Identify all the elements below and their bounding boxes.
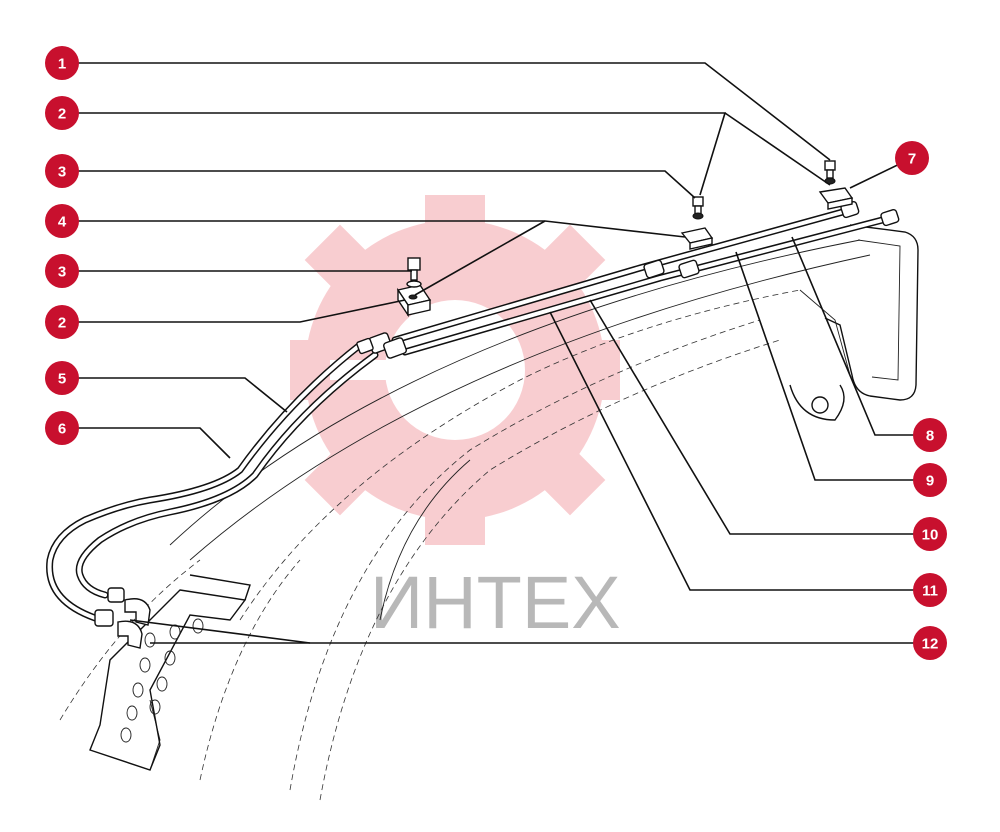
callout-4-label: 4 [58,214,67,231]
callout-3-bottom: 3 [45,254,79,288]
callout-9-label: 9 [926,473,934,490]
callout-1: 1 [45,46,79,80]
hydraulic-pipes [46,206,894,622]
clamps-and-bolts [396,160,854,318]
perforated-bracket [89,574,251,771]
watermark-text: ИНТЕХ [370,561,621,644]
callout-10-label: 10 [922,527,939,544]
pipe-fittings [94,200,900,649]
callout-9: 9 [913,463,947,497]
callout-3-top: 3 [45,154,79,188]
watermark-logo [290,195,620,545]
callout-2-bottom: 2 [45,305,79,339]
callout-8: 8 [913,418,947,452]
callout-12: 12 [913,626,947,660]
callout-4: 4 [45,204,79,238]
callout-2b-label: 2 [58,315,66,332]
callout-3-label: 3 [58,164,66,181]
callout-5-label: 5 [58,371,66,388]
callout-6: 6 [45,411,79,445]
callout-8-label: 8 [926,428,934,445]
cab-rear-panel [789,224,919,421]
callout-5: 5 [45,361,79,395]
callout-7: 7 [895,141,929,175]
callout-3b-label: 3 [58,264,66,281]
callout-11-label: 11 [922,583,938,600]
callout-6-label: 6 [58,421,66,438]
leader-lines [62,62,930,644]
callout-7-label: 7 [908,151,916,168]
callout-1-label: 1 [58,56,66,73]
callout-2-label: 2 [58,106,66,123]
callout-10: 10 [913,517,947,551]
callout-2-top: 2 [45,96,79,130]
callout-11: 11 [913,573,947,607]
callout-12-label: 12 [922,636,939,653]
